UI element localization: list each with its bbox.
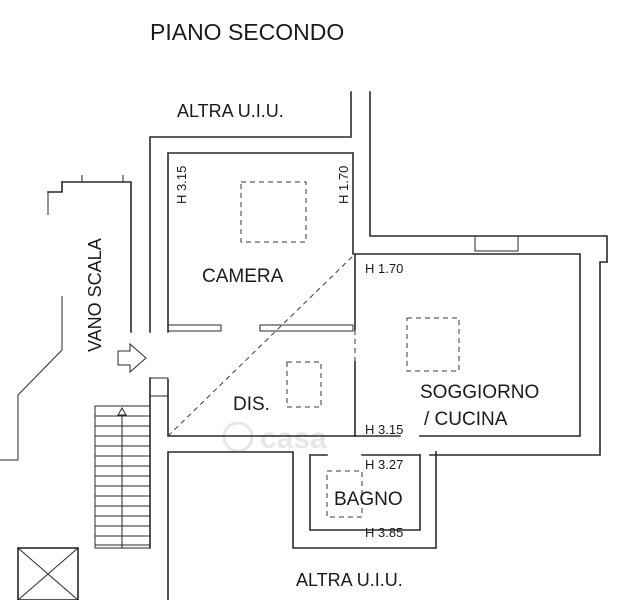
wall-camera-south-left [167,324,222,332]
height-bagno-top: H 3.27 [365,457,403,472]
watermark-text: casa [260,422,327,455]
wall-stair-north [61,181,132,333]
plan-title: PIANO SECONDO [150,19,344,45]
skylight-bagno [326,470,363,518]
label-soggiorno: SOGGIORNO [420,382,539,403]
skylight-soggiorno [406,317,460,372]
wall-camera-north [149,91,352,333]
height-soggiorno-top: H 1.70 [365,261,403,276]
label-cucina: / CUCINA [424,409,508,430]
wall-stair-corner [47,181,63,193]
skylight-dis [286,361,322,408]
wall-soggiorno [354,253,581,437]
wall-camera-inner [167,152,354,333]
wall-camera-south-right [259,324,354,332]
skylight-camera [240,181,307,243]
height-bagno-bottom: H 3.85 [365,525,403,540]
label-altra-uiu-bottom: ALTRA U.I.U. [296,570,403,590]
shaft-box [17,547,79,600]
arrow-up-icon [117,406,127,548]
wall-soggiorno-outer [429,261,608,456]
wall-bagno-inner [309,454,421,531]
label-bagno: BAGNO [334,489,403,510]
pillar-dis [149,377,169,397]
height-soggiorno-bottom: H 3.15 [365,422,403,437]
height-camera-left: H 3.15 [174,166,189,204]
height-camera-right: H 1.70 [336,166,351,204]
wall-bagno-outer [167,451,437,600]
label-dis: DIS. [233,394,270,415]
wall-stair-west [0,296,63,461]
window-soggiorno [474,235,519,252]
label-camera: CAMERA [202,266,284,287]
label-altra-uiu-top: ALTRA U.I.U. [177,101,284,121]
watermark: casa [222,421,327,455]
slope-line [167,253,356,437]
arrow-right-icon [117,342,147,374]
label-vano-scala: VANO SCALA [85,238,105,352]
